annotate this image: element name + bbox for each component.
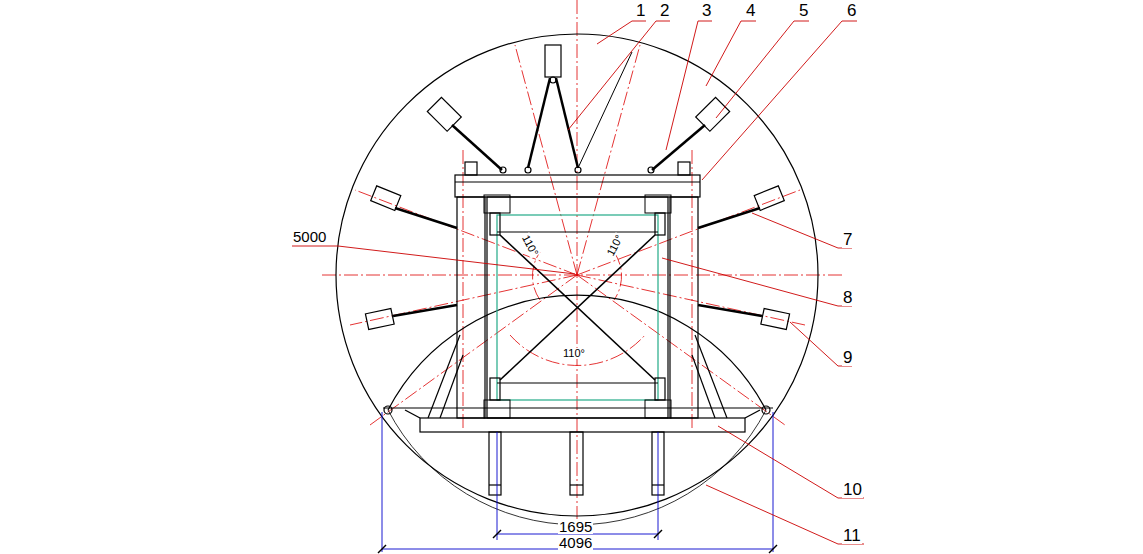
callout-number: 2 <box>659 2 670 19</box>
dimension-text: 4096 <box>558 535 593 550</box>
callout-number: 9 <box>842 349 853 366</box>
callout-number: 8 <box>842 289 853 306</box>
angle-text: 110° <box>604 232 625 258</box>
angle-text: 110° <box>519 232 540 258</box>
callout-number: 6 <box>846 2 857 19</box>
callout-number: 5 <box>798 2 809 19</box>
callout-number: 7 <box>842 231 853 248</box>
dimension-text: 5000 <box>292 229 327 244</box>
angle-text: 110° <box>562 348 586 359</box>
callout-number: 10 <box>842 481 863 498</box>
dimension-text: 1695 <box>558 519 593 534</box>
callout-number: 4 <box>745 2 756 19</box>
callout-number: 1 <box>635 2 646 19</box>
callout-number: 11 <box>842 527 862 544</box>
callout-number: 3 <box>701 2 712 19</box>
